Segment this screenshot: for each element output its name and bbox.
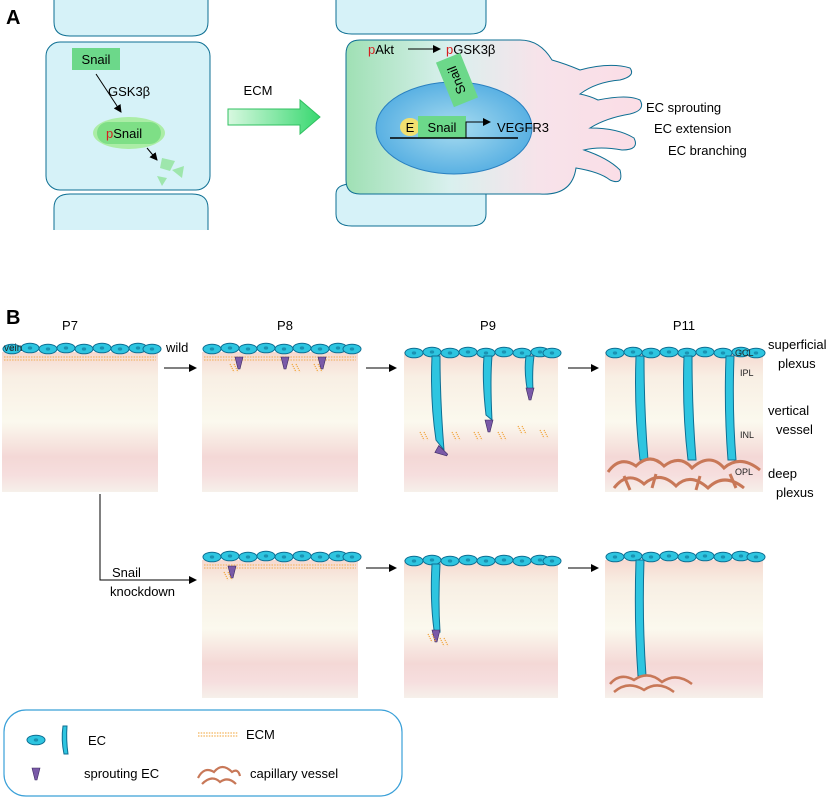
layer-ipl: IPL <box>740 368 754 378</box>
panel-b-label: B <box>6 307 20 329</box>
layer-inl: INL <box>740 430 754 440</box>
layer-opl: OPL <box>735 467 753 477</box>
psnail-text: Snail <box>113 126 142 141</box>
left-cell-group: Snail GSK3β pSnail <box>45 0 211 230</box>
right-cell-group: pAkt pGSK3β Snail E Snail VEGFR3 <box>335 0 643 227</box>
pgsk-prefix: p <box>446 42 453 57</box>
p11-wild-deep-plexus <box>606 457 761 491</box>
tissue-p8-wild <box>202 352 358 492</box>
p9-wild-vessels <box>431 355 535 452</box>
legend-ec-label: EC <box>88 733 106 748</box>
legend-box <box>3 709 403 797</box>
tissue-p7 <box>2 352 158 492</box>
psnail-label: pSnail <box>106 126 142 141</box>
ec-row-p11-kd <box>605 550 766 563</box>
panel-b: B P7 P8 P9 P11 <box>2 307 827 698</box>
left-bottom-cell <box>53 193 209 230</box>
outcome-branching: EC branching <box>668 143 747 158</box>
region-superficial-2: plexus <box>778 356 816 371</box>
gsk3b-label: GSK3β <box>108 84 150 99</box>
knockdown-label-1: Snail <box>112 565 141 580</box>
p11-wild-vessels <box>635 355 737 461</box>
arrow-knockdown-branch <box>99 494 197 584</box>
degradation-arrow <box>95 73 122 113</box>
region-vertical-2: vessel <box>776 422 813 437</box>
wild-label: wild <box>165 340 188 355</box>
legend-ec-elongated-icon <box>61 725 69 755</box>
timepoint-p9: P9 <box>480 318 496 333</box>
ecm-arrow-label: ECM <box>244 83 273 98</box>
psnail-prefix: p <box>106 126 113 141</box>
pgsk-text: GSK3β <box>453 42 495 57</box>
outcome-sprouting: EC sprouting <box>646 100 721 115</box>
region-deep-2: plexus <box>776 485 814 500</box>
legend-capillary-icon <box>197 765 242 785</box>
p11-kd-vessel <box>609 559 693 694</box>
legend-ecm-icon <box>198 732 238 737</box>
left-top-cell <box>53 0 209 37</box>
panel-a-label: A <box>6 7 20 29</box>
snail-box-label: Snail <box>82 52 111 67</box>
ecm-arrow: ECM <box>227 83 321 136</box>
timepoint-p8: P8 <box>277 318 293 333</box>
legend-sprout-label: sprouting EC <box>84 766 159 781</box>
timepoint-p11: P11 <box>673 318 695 333</box>
e-box-shape <box>400 118 420 136</box>
knockdown-label-2: knockdown <box>110 584 175 599</box>
pakt-text: Akt <box>375 42 394 57</box>
tissue-p9-wild <box>404 352 558 492</box>
panel-a: A Snail GSK3β pSnail ECM <box>6 0 747 230</box>
legend-ecm-label: ECM <box>246 727 275 742</box>
pakt-prefix: p <box>368 42 375 57</box>
left-main-cell <box>45 41 211 191</box>
pakt-label: pAkt <box>368 42 394 57</box>
vein-label: vein <box>4 343 22 354</box>
layer-gcl: GCL <box>735 348 754 358</box>
region-superficial-1: superficial <box>768 337 827 352</box>
legend-capillary-label: capillary vessel <box>250 766 338 781</box>
ec-row-p9-wild <box>404 346 562 359</box>
region-deep-1: deep <box>768 466 797 481</box>
p9-kd-vessel <box>427 563 449 647</box>
timepoint-p7: P7 <box>62 318 78 333</box>
region-vertical-1: vertical <box>768 403 809 418</box>
ec-row-p7 <box>2 342 162 355</box>
gene-snail-label: Snail <box>428 120 457 135</box>
degradation-arrow-2 <box>146 147 158 161</box>
legend: EC sprouting EC ECM capillary vessel <box>3 709 403 797</box>
ec-row-p9-kd <box>404 554 562 567</box>
tissue-p11-kd <box>605 560 763 698</box>
ec-row-p8-wild <box>202 342 362 355</box>
degraded-fragments <box>157 158 184 186</box>
legend-ec-icon <box>26 734 46 746</box>
tissue-p8-kd <box>202 560 358 698</box>
right-top-cell <box>335 0 487 35</box>
nuclear-snail: Snail <box>435 52 479 108</box>
tissue-p9-kd <box>404 560 558 698</box>
vegfr3-label: VEGFR3 <box>497 120 549 135</box>
pgsk3b-label: pGSK3β <box>446 42 495 57</box>
psnail-box <box>97 122 161 144</box>
e-box-label: E <box>406 120 415 135</box>
transcription-arrow <box>465 118 491 138</box>
snail-box <box>72 48 120 70</box>
outcome-extension: EC extension <box>654 121 731 136</box>
gene-snail-box <box>418 116 466 138</box>
ec-row-p8-kd <box>202 550 362 563</box>
legend-sprout-icon <box>31 767 41 781</box>
